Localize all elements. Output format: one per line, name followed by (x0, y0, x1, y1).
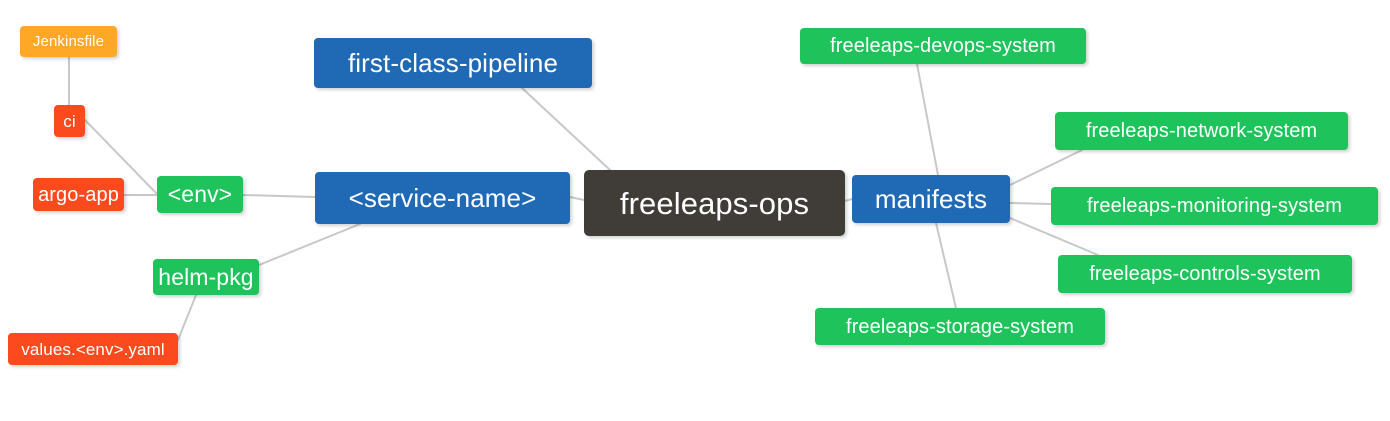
edge-manifests-to-freeleaps-storage-system (935, 222, 957, 309)
node-helm-pkg[interactable]: helm-pkg (153, 259, 259, 295)
node-label-manifests: manifests (874, 184, 988, 214)
node-argo-app[interactable]: argo-app (33, 178, 124, 211)
edge-manifests-to-freeleaps-monitoring-system (1009, 202, 1052, 205)
edge-service-name-to-freeleaps-ops (569, 196, 585, 201)
node-label-freeleaps-monitoring-system: freeleaps-monitoring-system (1086, 195, 1342, 217)
edge-values-env-yaml-to-helm-pkg (177, 294, 197, 341)
edge-first-class-pipeline-to-freeleaps-ops (521, 87, 611, 171)
node-freeleaps-storage-system[interactable]: freeleaps-storage-system (815, 308, 1105, 345)
node-values-env-yaml[interactable]: values.<env>.yaml (8, 333, 178, 365)
edge-env-to-service-name (242, 194, 316, 198)
node-label-jenkinsfile: Jenkinsfile (32, 33, 105, 50)
edge-helm-pkg-to-service-name (258, 223, 361, 266)
node-label-freeleaps-ops: freeleaps-ops (619, 185, 810, 221)
node-manifests[interactable]: manifests (852, 175, 1010, 223)
edge-manifests-to-freeleaps-devops-system (916, 63, 939, 176)
node-freeleaps-devops-system[interactable]: freeleaps-devops-system (800, 28, 1086, 64)
node-label-env: <env> (167, 181, 233, 207)
node-freeleaps-monitoring-system[interactable]: freeleaps-monitoring-system (1051, 187, 1378, 225)
node-label-service-name: <service-name> (348, 183, 537, 213)
node-label-freeleaps-controls-system: freeleaps-controls-system (1089, 263, 1321, 285)
edge-manifests-to-freeleaps-network-system (1009, 149, 1083, 186)
node-label-freeleaps-storage-system: freeleaps-storage-system (845, 315, 1075, 338)
node-freeleaps-ops[interactable]: freeleaps-ops (584, 170, 845, 236)
node-label-freeleaps-devops-system: freeleaps-devops-system (830, 35, 1056, 57)
node-label-argo-app: argo-app (38, 183, 119, 206)
node-first-class-pipeline[interactable]: first-class-pipeline (314, 38, 592, 88)
node-label-first-class-pipeline: first-class-pipeline (347, 48, 559, 78)
edge-freeleaps-ops-to-manifests (844, 198, 853, 202)
node-ci[interactable]: ci (54, 105, 85, 137)
node-label-freeleaps-network-system: freeleaps-network-system (1085, 120, 1318, 142)
node-freeleaps-network-system[interactable]: freeleaps-network-system (1055, 112, 1348, 150)
node-label-ci: ci (63, 111, 76, 131)
node-jenkinsfile[interactable]: Jenkinsfile (20, 26, 117, 57)
node-env[interactable]: <env> (157, 176, 243, 213)
node-freeleaps-controls-system[interactable]: freeleaps-controls-system (1058, 255, 1352, 293)
node-label-values-env-yaml: values.<env>.yaml (21, 339, 165, 359)
node-label-helm-pkg: helm-pkg (158, 263, 254, 290)
node-service-name[interactable]: <service-name> (315, 172, 570, 224)
